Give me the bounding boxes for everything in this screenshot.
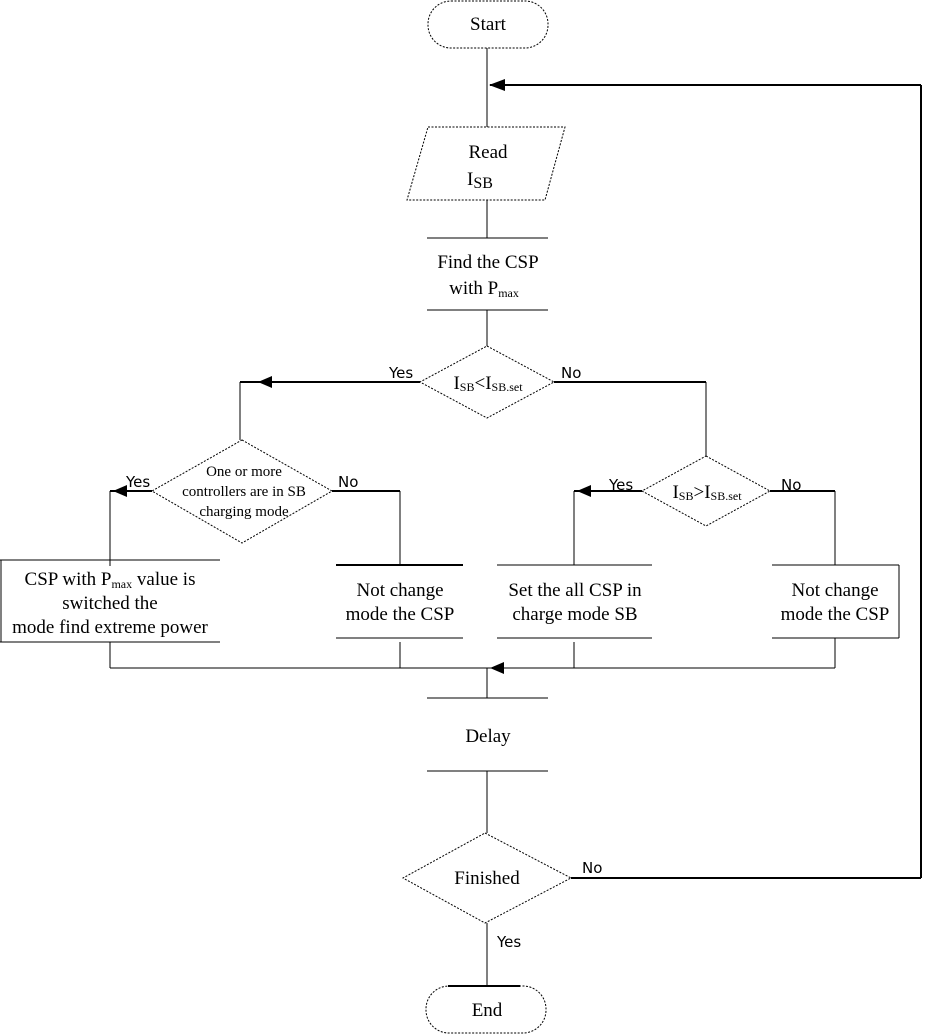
- decision2-node: One or more controllers are in SB chargi…: [125, 439, 358, 544]
- start-label: Start: [470, 14, 507, 35]
- decision1-diamond: [418, 345, 556, 419]
- arrow-head: [490, 662, 504, 674]
- read-label-line2: ISB: [467, 169, 493, 192]
- decision3-label: ISB>ISB.set: [672, 482, 742, 503]
- d1-main2: I: [485, 373, 491, 394]
- box-nochange2-node: Not change mode the CSP: [772, 564, 900, 639]
- connectors: [109, 48, 922, 986]
- box-switch-line1: CSP with Pmax value is: [25, 569, 196, 591]
- end-label: End: [472, 1000, 503, 1021]
- d3-sub2: SB.set: [711, 489, 743, 503]
- decision2-label-line2: controllers are in SB: [182, 484, 306, 500]
- decision1-node: ISB<ISB.set Yes No: [388, 345, 581, 419]
- box-switch-line2: switched the: [62, 593, 158, 614]
- read-io-shape: [406, 126, 566, 201]
- d3-op: >: [693, 482, 704, 503]
- decision3-diamond: [640, 455, 772, 527]
- arrow-head: [577, 485, 591, 497]
- box-nochange2-line2: mode the CSP: [781, 604, 890, 625]
- decision2-diamond: [150, 439, 334, 544]
- delay-node: Delay: [427, 697, 548, 772]
- arrow-head: [489, 79, 505, 91]
- start-node: Start: [427, 0, 549, 49]
- box-switch-line1-rest: value is: [132, 569, 195, 590]
- decision2-label-line1: One or more: [206, 464, 282, 480]
- find-label-line2: with Pmax: [449, 278, 519, 300]
- find-label-main: with P: [449, 278, 498, 299]
- box-switch-line1-main: CSP with P: [25, 569, 112, 590]
- d1-sub1: SB: [460, 380, 475, 394]
- decision3-yes-label: Yes: [608, 476, 633, 494]
- decision3-no-label: No: [781, 476, 801, 494]
- find-node: Find the CSP with Pmax: [427, 237, 548, 311]
- box-switch-line3: mode find extreme power: [12, 617, 208, 638]
- finished-label: Finished: [454, 868, 520, 889]
- box-nochange2-line1: Not change: [791, 580, 878, 601]
- finished-yes-label: Yes: [496, 933, 521, 951]
- d1-op: <: [474, 373, 485, 394]
- finished-node: Finished No Yes: [401, 832, 602, 951]
- delay-label: Delay: [465, 726, 511, 747]
- box-switch-line1-sub: max: [111, 577, 132, 591]
- box-nochange1-node: Not change mode the CSP: [336, 564, 463, 639]
- d1-sub2: SB.set: [492, 380, 524, 394]
- finished-no-label: No: [582, 859, 602, 877]
- box-setall-line1: Set the all CSP in: [508, 580, 642, 601]
- finished-diamond: [401, 832, 573, 924]
- d3-sub1: SB: [679, 489, 694, 503]
- box-setall-line2: charge mode SB: [512, 604, 637, 625]
- decision2-yes-label: Yes: [125, 473, 150, 491]
- box-setall-node: Set the all CSP in charge mode SB: [497, 564, 652, 639]
- decision1-yes-label: Yes: [388, 364, 413, 382]
- read-label-main: I: [467, 169, 473, 190]
- decision1-label: ISB<ISB.set: [453, 373, 523, 394]
- d3-main1: I: [672, 482, 678, 503]
- decision2-label-line3: charging mode: [199, 504, 289, 520]
- find-label-line1: Find the CSP: [437, 252, 538, 273]
- box-nochange1-line1: Not change: [356, 580, 443, 601]
- find-label-subscript: max: [498, 286, 519, 300]
- end-node: End: [425, 985, 547, 1034]
- decision3-node: ISB>ISB.set Yes No: [608, 455, 801, 527]
- decision2-no-label: No: [338, 473, 358, 491]
- read-label-subscript: SB: [473, 175, 493, 192]
- d3-main2: I: [704, 482, 710, 503]
- read-node: Read ISB: [406, 126, 566, 201]
- arrow-head: [113, 485, 127, 497]
- box-switch-node: CSP with Pmax value is switched the mode…: [0, 559, 220, 643]
- decision1-no-label: No: [561, 364, 581, 382]
- read-label-line1: Read: [468, 142, 508, 163]
- box-nochange1-line2: mode the CSP: [346, 604, 455, 625]
- d1-main1: I: [453, 373, 459, 394]
- arrow-head: [258, 376, 272, 388]
- start-terminator-shape: [427, 0, 549, 49]
